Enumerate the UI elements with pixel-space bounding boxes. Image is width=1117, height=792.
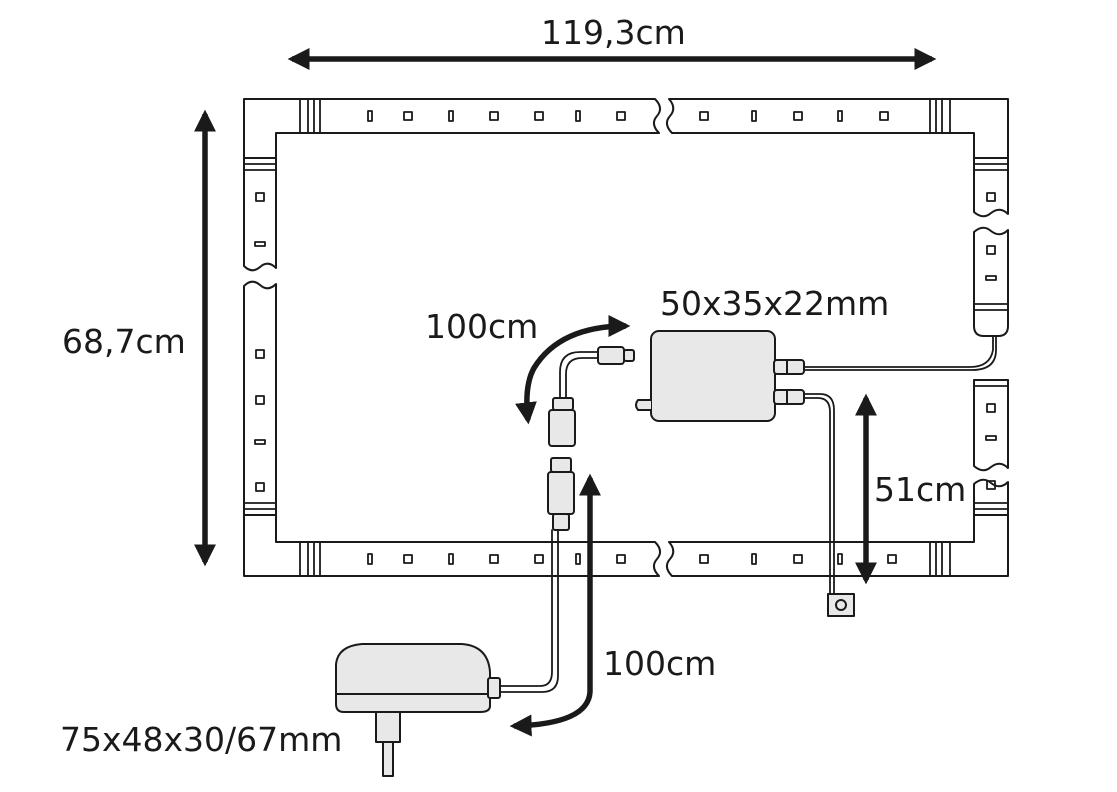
- plug-connector-female: [548, 397, 576, 447]
- corner-connectors: [243, 98, 1009, 577]
- bottom-strip-right: [666, 514, 1009, 577]
- left-strip-upper: [243, 157, 277, 272]
- right-strip-lower: [973, 379, 1009, 472]
- left-strip-lower: [243, 280, 277, 516]
- power-cable-label: 100cm: [603, 644, 717, 683]
- sensor: [827, 593, 855, 617]
- controller-size-label: 50x35x22mm: [660, 284, 890, 323]
- right-strip-bottom: [973, 478, 1009, 516]
- dimension-arrows: [194, 48, 937, 737]
- right-strip-middle: [973, 226, 1009, 337]
- sensor-cable-label: 51cm: [874, 470, 967, 509]
- led-chips: [254, 110, 997, 565]
- height-label: 68,7cm: [62, 322, 186, 361]
- top-strip-left: [243, 98, 661, 159]
- controller-cable-label: 100cm: [425, 307, 539, 346]
- power-cable-arrow: [509, 473, 601, 737]
- adapter-size-label: 75x48x30/67mm: [60, 720, 343, 759]
- top-strip-right: [666, 98, 1009, 159]
- controller-cable-arrow: [515, 315, 631, 425]
- bottom-strip-left: [243, 514, 661, 577]
- width-label: 119,3cm: [541, 13, 686, 52]
- led-frame: [243, 98, 1009, 577]
- power-adapter: [335, 643, 501, 777]
- plug-connector-male: [547, 457, 575, 531]
- controller-box: [597, 330, 805, 422]
- right-strip-top: [973, 157, 1009, 218]
